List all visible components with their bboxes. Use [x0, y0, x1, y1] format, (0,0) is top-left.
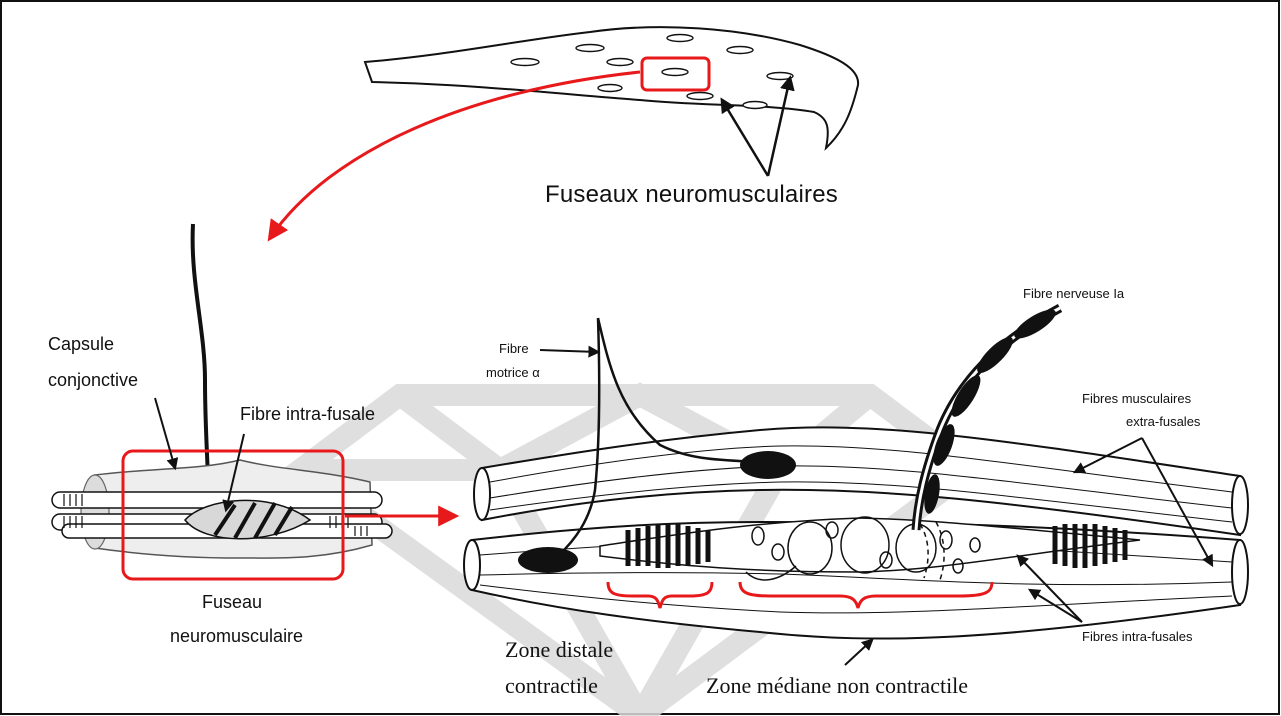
label-fibre: Fibre	[499, 341, 529, 356]
spindle-right	[464, 304, 1248, 638]
label-fibre-intra-fusale: Fibre intra-fusale	[240, 404, 375, 425]
label-fuseaux-neuromusculaires: Fuseaux neuromusculaires	[545, 181, 838, 209]
label-neuromusculaire: neuromusculaire	[170, 626, 303, 647]
label-contractile: contractile	[505, 672, 598, 699]
label-zone-distale: Zone distale	[505, 636, 613, 663]
spindle-left	[52, 224, 392, 558]
label-capsule: Capsule	[48, 334, 114, 355]
label-conjonctive: conjonctive	[48, 370, 138, 391]
label-fibre-nerveuse-ia: Fibre nerveuse Ia	[1023, 286, 1124, 301]
muscle-top	[365, 27, 858, 148]
label-zone-mediane: Zone médiane non contractile	[706, 672, 968, 699]
red-arrow-curved	[270, 72, 640, 238]
label-fuseau: Fuseau	[202, 592, 262, 613]
capsule-pointer	[155, 398, 175, 468]
label-fibres-musculaires: Fibres musculaires	[1082, 391, 1191, 406]
label-motrice-alpha: motrice α	[486, 365, 540, 380]
label-extra-fusales: extra-fusales	[1126, 414, 1200, 429]
label-fibres-intra-fusales: Fibres intra-fusales	[1082, 629, 1193, 644]
